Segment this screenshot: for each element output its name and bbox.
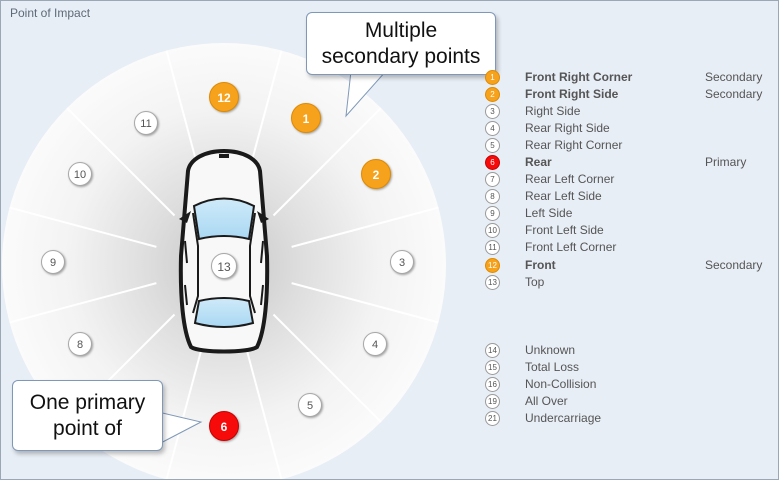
- callout-primary-line1: One primary: [29, 391, 146, 414]
- legend-number: 1: [485, 70, 500, 85]
- legend-number: 11: [485, 240, 500, 255]
- zone-badge-13[interactable]: 13: [211, 253, 237, 279]
- wheel-divider: [9, 206, 157, 248]
- callout-secondary: Multiple secondary points: [306, 12, 496, 75]
- legend-row[interactable]: 13 Top: [485, 274, 775, 291]
- wheel-divider: [272, 313, 382, 423]
- legend-number: 21: [485, 411, 500, 426]
- legend-row[interactable]: 9 Left Side: [485, 205, 775, 222]
- zone-badge-9[interactable]: 9: [41, 250, 65, 274]
- legend-row[interactable]: 10 Front Left Side: [485, 222, 775, 239]
- legend-row[interactable]: 21 Undercarriage: [485, 410, 775, 427]
- legend-row[interactable]: 14 Unknown: [485, 342, 775, 359]
- legend-row[interactable]: 15 Total Loss: [485, 359, 775, 376]
- zone-badge-6[interactable]: 6: [209, 411, 239, 441]
- legend-row[interactable]: 3 Right Side: [485, 103, 775, 120]
- legend-status: Secondary: [705, 258, 763, 272]
- legend-label: Right Side: [525, 104, 581, 118]
- zone-badge-1[interactable]: 1: [291, 103, 321, 133]
- legend-number: 7: [485, 172, 500, 187]
- legend-label: Rear Right Corner: [525, 138, 623, 152]
- callout-secondary-line1: Multiple: [364, 19, 438, 42]
- zone-badge-5[interactable]: 5: [298, 393, 322, 417]
- legend-label: Front Left Side: [525, 223, 604, 237]
- zone-badge-4[interactable]: 4: [363, 332, 387, 356]
- legend-label: Front Right Corner: [525, 70, 633, 84]
- legend-number: 2: [485, 87, 500, 102]
- zone-badge-11[interactable]: 11: [134, 111, 158, 135]
- legend-row[interactable]: 4 Rear Right Side: [485, 120, 775, 137]
- wheel-divider: [241, 332, 283, 479]
- car-icon: [178, 148, 270, 354]
- legend-label: Rear Left Corner: [525, 172, 615, 186]
- legend-number: 19: [485, 394, 500, 409]
- legend-label: Front: [525, 258, 556, 272]
- legend-number: 12: [485, 258, 500, 273]
- legend-number: 6: [485, 155, 500, 170]
- legend-row[interactable]: 16 Non-Collision: [485, 376, 775, 393]
- legend-label: Rear Left Side: [525, 189, 602, 203]
- legend-number: 13: [485, 275, 500, 290]
- callout-primary: One primary point of: [12, 380, 163, 451]
- zone-badge-2[interactable]: 2: [361, 159, 391, 189]
- wheel-divider: [9, 282, 157, 324]
- legend-row[interactable]: 6 Rear Primary: [485, 154, 775, 171]
- legend-number: 4: [485, 121, 500, 136]
- zone-badge-3[interactable]: 3: [390, 250, 414, 274]
- zone-badge-8[interactable]: 8: [68, 332, 92, 356]
- callout-secondary-line2: secondary points: [321, 45, 481, 68]
- wheel-divider: [272, 107, 382, 217]
- legend-number: 9: [485, 206, 500, 221]
- legend-number: 14: [485, 343, 500, 358]
- callout-secondary-tail: [345, 71, 387, 118]
- legend-row[interactable]: 12 Front Secondary: [485, 257, 775, 274]
- legend-number: 16: [485, 377, 500, 392]
- legend-row[interactable]: 5 Rear Right Corner: [485, 137, 775, 154]
- legend-status: Secondary: [705, 70, 763, 84]
- legend-row[interactable]: 7 Rear Left Corner: [485, 171, 775, 188]
- legend-row[interactable]: 19 All Over: [485, 393, 775, 410]
- legend-label: Front Right Side: [525, 87, 619, 101]
- legend-label: Top: [525, 275, 545, 289]
- callout-primary-line2: point of: [53, 417, 122, 440]
- wheel-divider: [291, 282, 439, 324]
- legend-label: Left Side: [525, 206, 573, 220]
- legend-label: Non-Collision: [525, 377, 597, 391]
- legend-label: Total Loss: [525, 360, 580, 374]
- legend-label: Front Left Corner: [525, 240, 617, 254]
- panel-title: Point of Impact: [10, 6, 91, 20]
- legend-number: 3: [485, 104, 500, 119]
- wheel-divider: [291, 206, 439, 248]
- zone-badge-12[interactable]: 12: [209, 82, 239, 112]
- legend-number: 15: [485, 360, 500, 375]
- legend-number: 10: [485, 223, 500, 238]
- legend-status: Secondary: [705, 87, 763, 101]
- zone-badge-10[interactable]: 10: [68, 162, 92, 186]
- legend-row[interactable]: 11 Front Left Corner: [485, 239, 775, 256]
- wheel-divider: [165, 332, 207, 479]
- legend-label: Rear Right Side: [525, 121, 610, 135]
- legend-label: Rear: [525, 155, 552, 169]
- legend-label: Unknown: [525, 343, 576, 357]
- legend-row[interactable]: 1 Front Right Corner Secondary: [485, 69, 775, 86]
- legend-label: All Over: [525, 394, 568, 408]
- legend-row[interactable]: 8 Rear Left Side: [485, 188, 775, 205]
- legend-number: 5: [485, 138, 500, 153]
- legend-row[interactable]: 2 Front Right Side Secondary: [485, 86, 775, 103]
- wheel-divider: [66, 107, 176, 217]
- legend-status: Primary: [705, 155, 747, 169]
- legend-number: 8: [485, 189, 500, 204]
- legend-label: Undercarriage: [525, 411, 602, 425]
